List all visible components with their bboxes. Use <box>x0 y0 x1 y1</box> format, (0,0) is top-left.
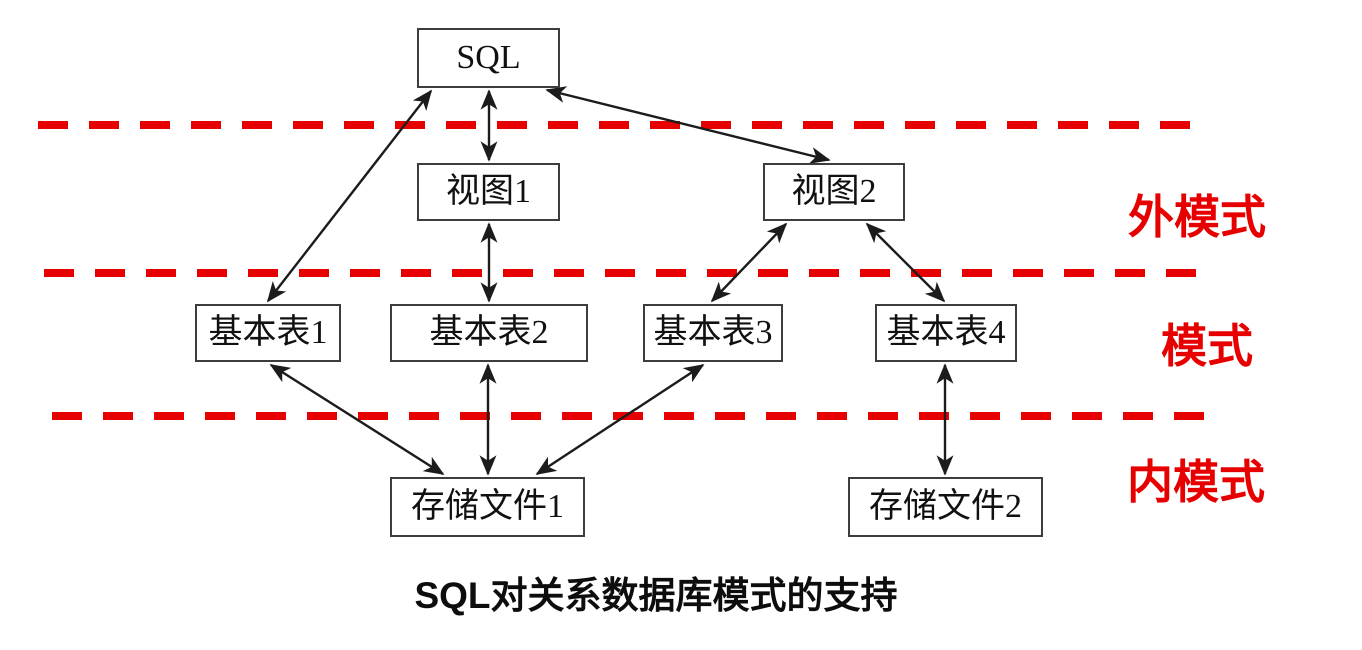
node-view1: 视图1 <box>417 163 560 221</box>
edge-sql-table1 <box>266 89 433 303</box>
internal-schema-label: 内模式 <box>1127 456 1265 508</box>
node-sql: SQL <box>417 28 560 88</box>
schema-label: 模式 <box>1161 320 1253 372</box>
edge-table1-file1 <box>269 363 445 476</box>
edge-sql-view2 <box>545 86 831 164</box>
edge-view2-table4 <box>865 222 946 303</box>
edge-table3-file1 <box>535 363 705 476</box>
node-table3: 基本表3 <box>643 304 783 362</box>
diagram-caption: SQL对关系数据库模式的支持 <box>414 575 898 616</box>
external-schema-label: 外模式 <box>1128 191 1266 243</box>
node-file2: 存储文件2 <box>848 477 1043 537</box>
node-view2: 视图2 <box>763 163 905 221</box>
node-table1: 基本表1 <box>195 304 341 362</box>
node-table4: 基本表4 <box>875 304 1017 362</box>
node-file1: 存储文件1 <box>390 477 585 537</box>
edge-view2-table3 <box>710 222 788 303</box>
node-table2: 基本表2 <box>390 304 588 362</box>
